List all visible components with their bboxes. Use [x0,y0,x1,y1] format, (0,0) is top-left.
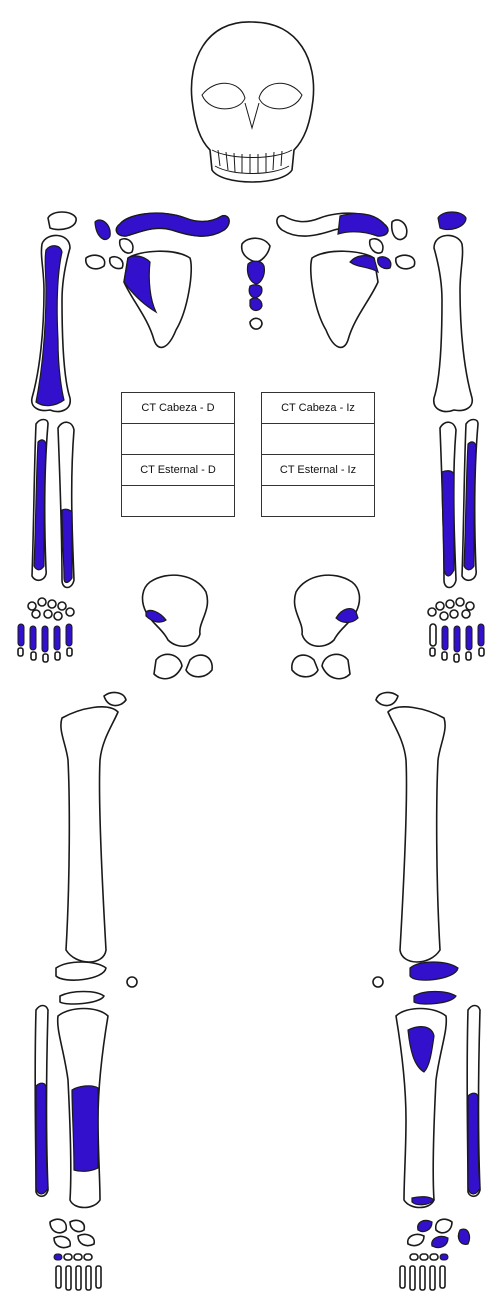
clavicle-left-highlight [338,214,388,236]
ct-sternal-right-value[interactable] [122,486,235,517]
skull [191,22,313,182]
ct-sternal-right-label: CT Esternal - D [122,455,235,486]
foot-left [400,1219,470,1290]
femur-left [388,707,445,962]
ct-head-right-value[interactable] [122,424,235,455]
clavicle-right-highlight [116,213,229,236]
ct-sternal-left-value[interactable] [262,486,375,517]
hand-right [18,598,74,662]
femur-right [61,707,118,962]
foot-right [50,1219,101,1290]
sternum [242,238,270,329]
hand-left [428,598,484,662]
ct-sternal-left-label: CT Esternal - Iz [262,455,375,486]
ct-head-left-label: CT Cabeza - Iz [262,393,375,424]
humerus-left [434,235,472,411]
ct-table-left: CT Cabeza - Iz CT Esternal - Iz [261,392,375,517]
ct-head-left-value[interactable] [262,424,375,455]
ct-table-right: CT Cabeza - D CT Esternal - D [121,392,235,517]
ct-head-right-label: CT Cabeza - D [122,393,235,424]
